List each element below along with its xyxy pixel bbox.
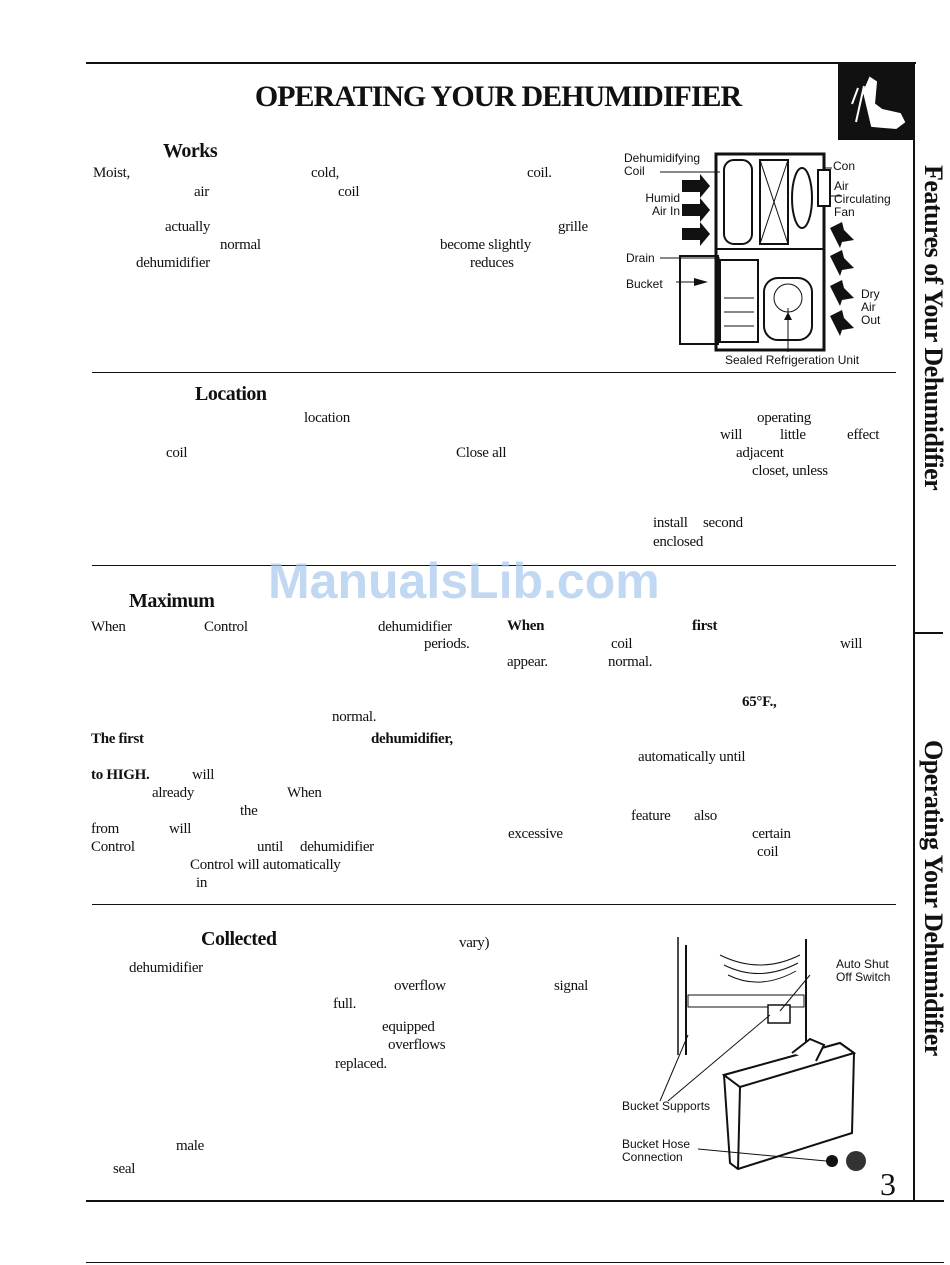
- text: replaced.: [335, 1056, 387, 1072]
- text: overflows: [388, 1037, 446, 1053]
- label-sealed-refrigeration-unit: Sealed Refrigeration Unit: [725, 353, 860, 367]
- text: until: [257, 839, 284, 855]
- text: When: [287, 785, 322, 801]
- label-humid-air-in: Humid Air In: [645, 191, 680, 218]
- text: effect: [847, 427, 880, 443]
- text: will: [840, 636, 863, 652]
- text: vary): [459, 935, 490, 951]
- text: install: [653, 515, 688, 531]
- text: little: [780, 427, 806, 443]
- text: Moist,: [93, 165, 130, 181]
- text: normal.: [332, 709, 377, 725]
- text: When: [91, 619, 126, 635]
- label-bucket-supports: Bucket Supports: [622, 1099, 711, 1113]
- text: automatically until: [638, 749, 746, 765]
- page-title: OPERATING YOUR DEHUMIDIFIER: [254, 80, 742, 113]
- text: dehumidifier,: [371, 731, 453, 747]
- label-air-circulating-fan: Air Circulating Fan: [834, 179, 891, 219]
- text: coil: [338, 184, 360, 200]
- text: reduces: [470, 255, 514, 271]
- side-tab-operating: Operating Your Dehumidifier: [919, 740, 948, 1056]
- text: signal: [554, 978, 589, 994]
- text: normal.: [608, 654, 653, 670]
- label-drain: Drain: [626, 251, 655, 265]
- text: feature: [631, 808, 671, 824]
- label-con: Con: [833, 159, 856, 173]
- text: will: [720, 427, 743, 443]
- bucket-diagram: [659, 937, 866, 1171]
- pointing-hand-icon: [838, 64, 913, 140]
- section4-heading: Collected: [201, 928, 277, 950]
- text: certain: [752, 826, 791, 842]
- text: excessive: [508, 826, 563, 842]
- text: normal: [220, 237, 261, 253]
- text: coil: [611, 636, 633, 652]
- text: overflow: [394, 978, 446, 994]
- text: grille: [558, 219, 588, 235]
- text: first: [692, 618, 718, 634]
- watermark: ManualsLib.com: [268, 553, 660, 609]
- text: enclosed: [653, 534, 704, 550]
- label-dry-air-out: Dry Air Out: [861, 287, 881, 327]
- page-number: 3: [880, 1166, 896, 1202]
- text: already: [152, 785, 195, 801]
- text: second: [703, 515, 743, 531]
- text: seal: [113, 1161, 136, 1177]
- text: location: [304, 410, 350, 426]
- text: also: [694, 808, 717, 824]
- dehumidifier-cutaway-diagram: [660, 152, 854, 352]
- text: adjacent: [736, 445, 784, 461]
- text: will: [169, 821, 192, 837]
- text: from: [91, 821, 119, 837]
- text: The first: [91, 731, 144, 747]
- text: periods.: [424, 636, 470, 652]
- text: dehumidifier: [129, 960, 203, 976]
- text: the: [240, 803, 258, 819]
- text: When: [507, 618, 545, 634]
- text: to HIGH.: [91, 767, 150, 783]
- text: full.: [333, 996, 357, 1012]
- text: male: [176, 1138, 204, 1154]
- rule-3: [92, 904, 896, 905]
- label-bucket: Bucket: [626, 277, 663, 291]
- section1-heading: Works: [163, 140, 218, 162]
- text: become slightly: [440, 237, 531, 253]
- text: cold,: [311, 165, 340, 181]
- text: coil: [166, 445, 188, 461]
- text: air: [194, 184, 209, 200]
- text: Control: [91, 839, 135, 855]
- bottom-rule: [86, 1200, 944, 1202]
- text: will: [192, 767, 215, 783]
- text: in: [196, 875, 208, 891]
- text: Close all: [456, 445, 507, 461]
- text: actually: [165, 219, 211, 235]
- text: dehumidifier: [378, 619, 452, 635]
- section3-heading: Maximum: [129, 590, 215, 612]
- text: 65°F.,: [742, 694, 777, 710]
- text: coil: [757, 844, 779, 860]
- text: equipped: [382, 1019, 435, 1035]
- text: operating: [757, 410, 811, 426]
- text: Control: [204, 619, 248, 635]
- text: Control will automatically: [190, 857, 341, 873]
- side-tab-features: Features of Your Dehumidifier: [919, 165, 948, 491]
- text: dehumidifier: [136, 255, 210, 271]
- text: appear.: [507, 654, 548, 670]
- label-dehumidifying-coil: Dehumidifying Coil: [624, 151, 701, 178]
- top-rule: [86, 62, 916, 64]
- label-auto-shut-off-switch: Auto Shut Off Switch: [836, 957, 891, 984]
- section2-heading: Location: [195, 383, 267, 405]
- text: coil.: [527, 165, 552, 181]
- right-tab-divider: [913, 632, 943, 634]
- footer-rule: [86, 1262, 944, 1263]
- text: closet, unless: [752, 463, 828, 479]
- text: dehumidifier: [300, 839, 374, 855]
- rule-1: [92, 372, 896, 373]
- label-bucket-hose-connection: Bucket Hose Connection: [622, 1137, 691, 1164]
- rule-2: [92, 565, 896, 566]
